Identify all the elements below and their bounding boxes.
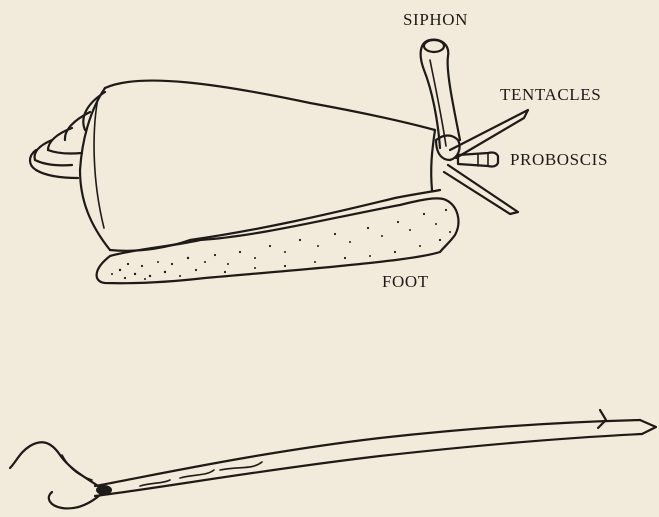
snail-foot bbox=[97, 198, 459, 283]
foot-label: FOOT bbox=[382, 272, 429, 292]
proboscis-label: PROBOSCIS bbox=[510, 150, 608, 170]
siphon-label: SIPHON bbox=[403, 10, 468, 30]
foot-stipple bbox=[111, 209, 451, 280]
siphon-tube bbox=[421, 40, 460, 148]
tentacles-label: TENTACLES bbox=[500, 85, 601, 105]
radula-tooth bbox=[10, 410, 656, 508]
shell-body bbox=[80, 81, 440, 251]
